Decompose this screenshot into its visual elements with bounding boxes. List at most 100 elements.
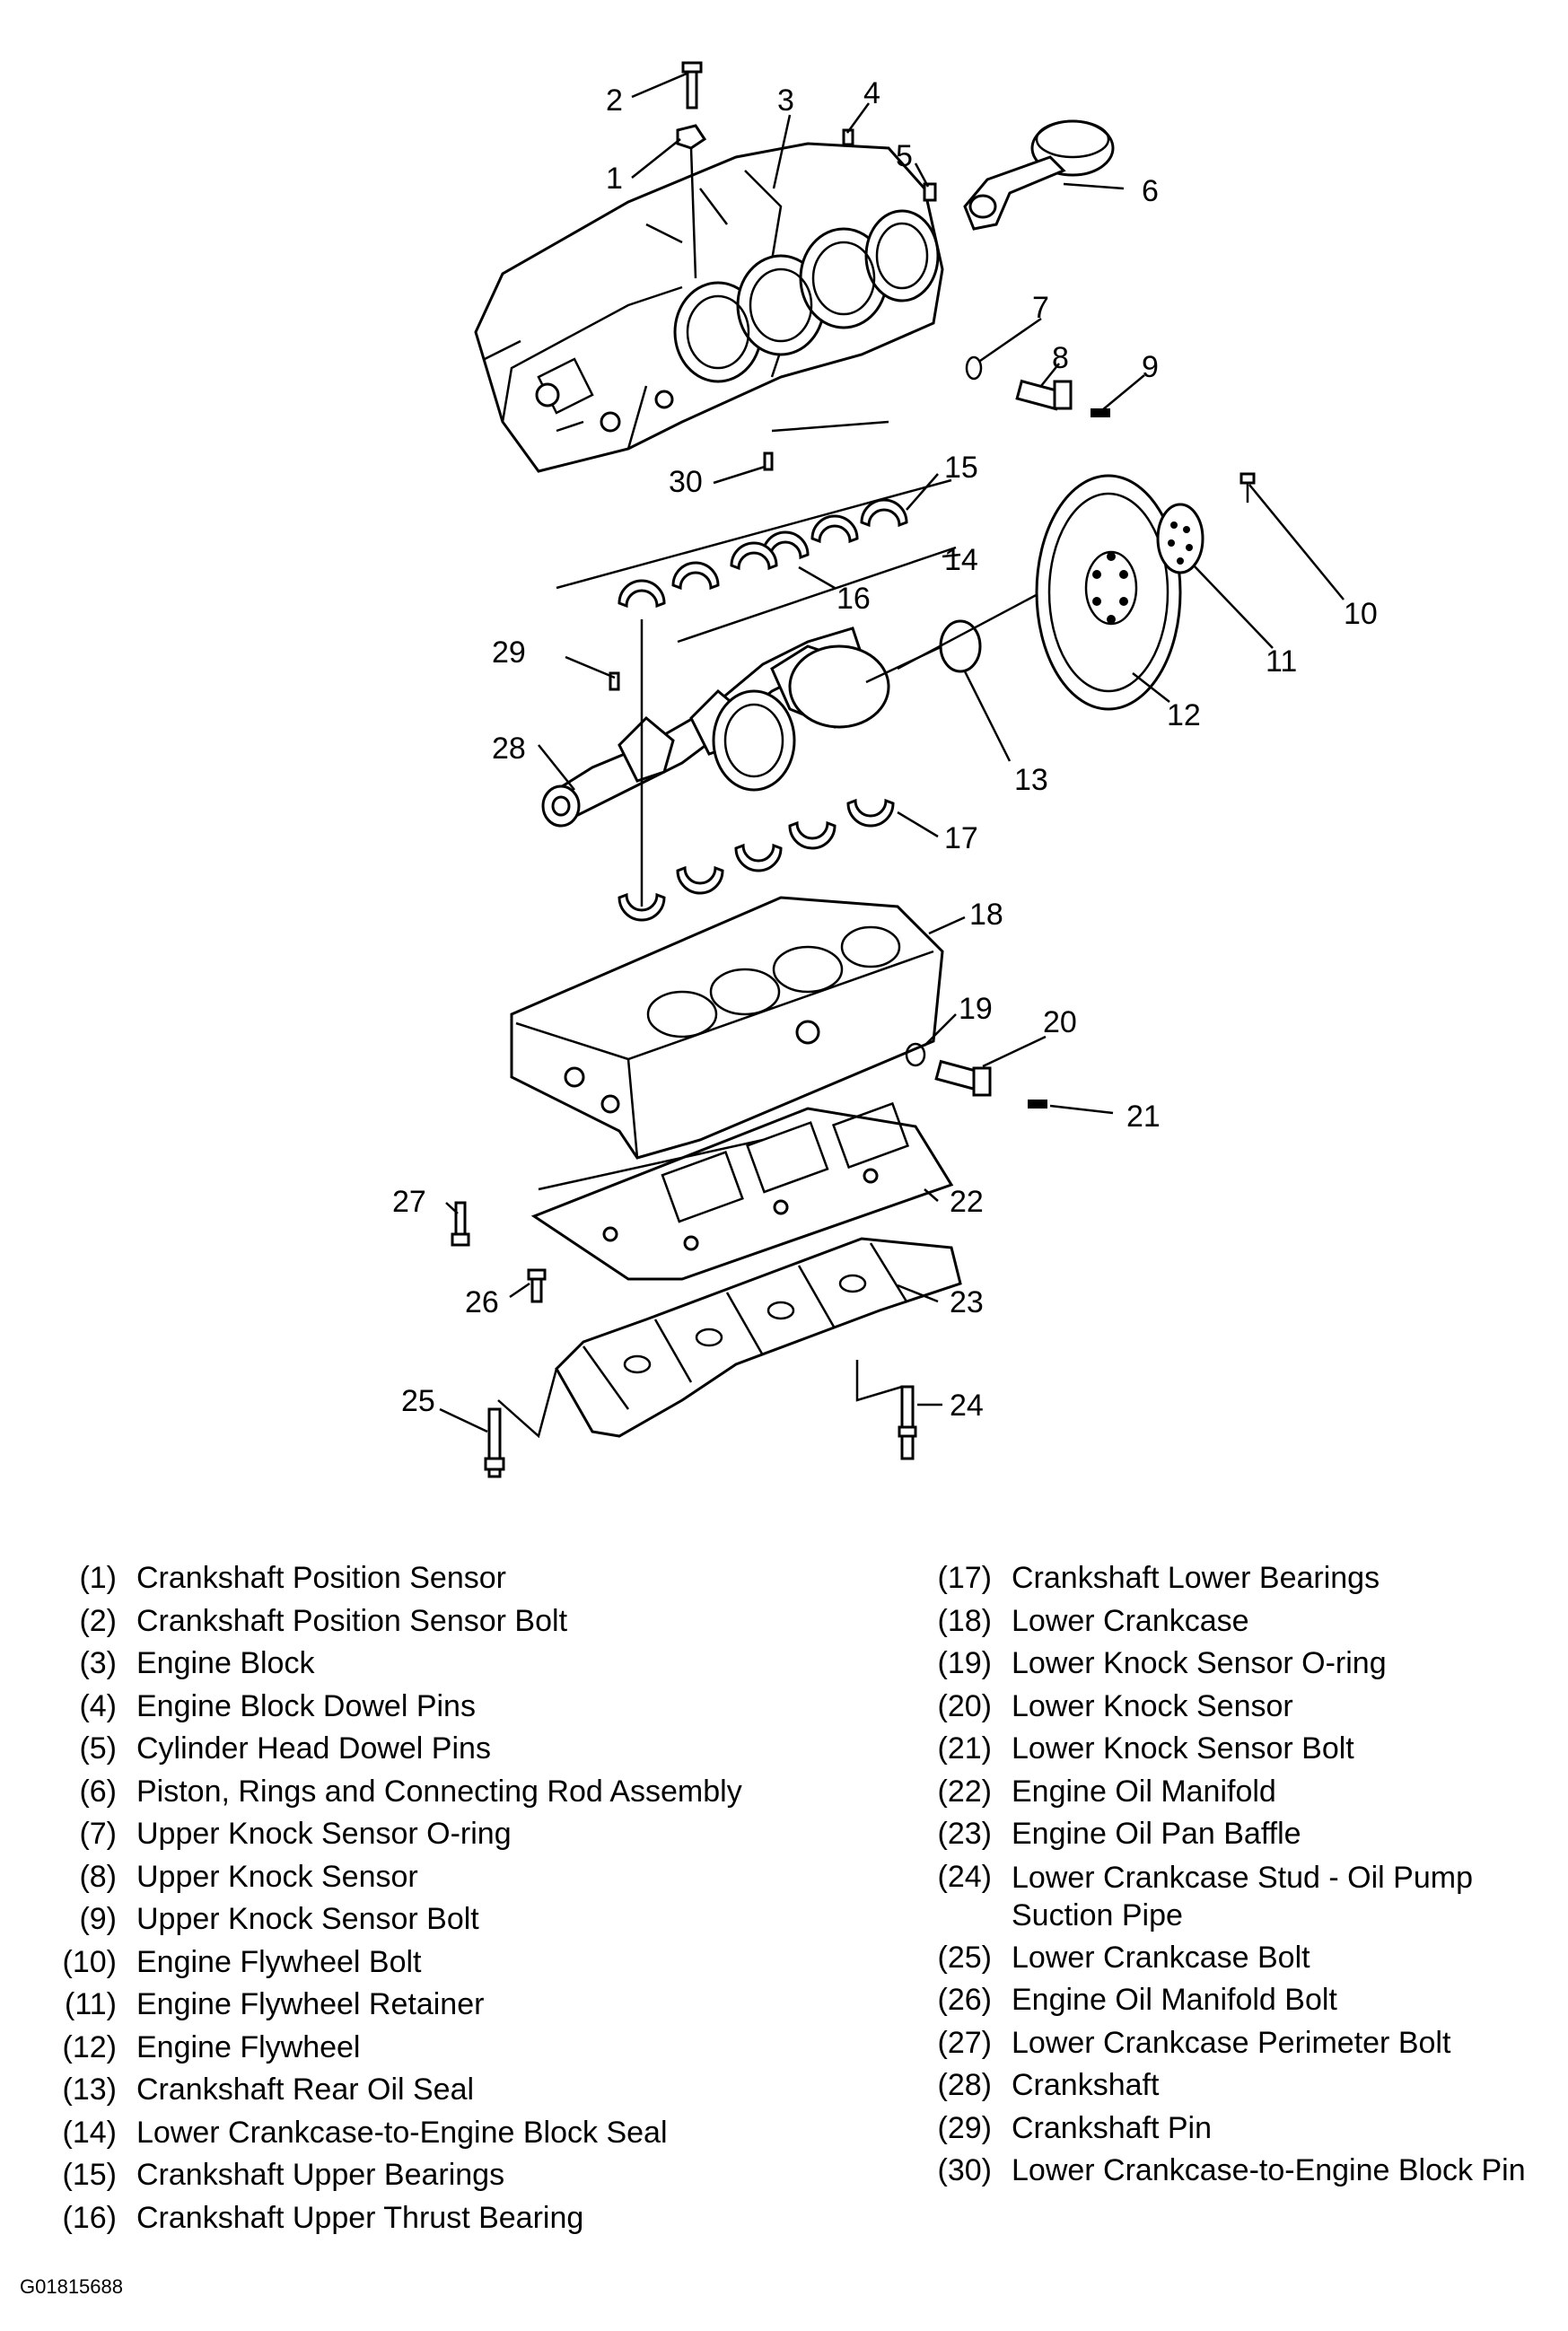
exploded-engine-diagram: 2 1 3 4 5 6 7 8 9 30 15 14 16 10 11 12 2… — [392, 61, 1378, 1478]
legend-item: (3) Engine Block — [36, 1643, 862, 1686]
legend-label: Engine Oil Pan Baffle — [1012, 1817, 1301, 1851]
head-dowel-pin — [923, 182, 937, 202]
legend-item: (17)Crankshaft Lower Bearings — [902, 1557, 1548, 1600]
legend-label: Engine Oil Manifold — [1012, 1774, 1276, 1809]
legend-number: (16) — [62, 2200, 117, 2235]
callout-1: 1 — [606, 162, 623, 196]
legend-number: (27) — [937, 2025, 992, 2060]
legend-number: (5) — [79, 1731, 117, 1766]
legend-item: (22) Engine Oil Manifold — [902, 1771, 1548, 1814]
legend-number: (24) — [937, 1859, 992, 1894]
crankshaft — [541, 627, 943, 828]
callout-20: 20 — [1043, 1005, 1077, 1039]
engine-block — [474, 142, 944, 473]
callout-17: 17 — [944, 821, 978, 855]
callout-26: 26 — [465, 1285, 499, 1319]
legend-item: (14)Lower Crankcase-to-Engine Block Seal — [36, 2112, 862, 2155]
legend-item: (10)Engine Flywheel Bolt — [36, 1941, 862, 1985]
legend-number: (4) — [79, 1688, 117, 1723]
legend-item: (1)Crankshaft Position Sensor — [36, 1557, 862, 1600]
legend-number: (10) — [62, 1944, 117, 1979]
crankcase-pin — [763, 451, 774, 471]
legend-label: Engine Flywheel Retainer — [136, 1987, 485, 2021]
callout-13: 13 — [1014, 763, 1048, 797]
legend-label: Engine Block — [136, 1646, 315, 1680]
callout-24: 24 — [950, 1389, 984, 1423]
legend-label: Upper Knock Sensor Bolt — [136, 1902, 479, 1936]
legend-number: (13) — [62, 2072, 117, 2107]
legend-number: (12) — [62, 2029, 117, 2064]
engine-oil-manifold — [530, 1101, 954, 1281]
legend-number: (2) — [79, 1603, 117, 1638]
legend-item: (30)Lower Crankcase-to-Engine Block Pin — [902, 2150, 1548, 2193]
callout-18: 18 — [969, 898, 1003, 932]
legend-item: (18)Lower Crankcase — [902, 1600, 1548, 1643]
legend-number: (22) — [937, 1774, 992, 1809]
legend-label: Crankshaft Position Sensor — [136, 1561, 506, 1595]
callout-21: 21 — [1126, 1100, 1161, 1134]
legend-item: (7)Upper Knock Sensor O-ring — [36, 1813, 862, 1856]
upper-bearings — [618, 498, 908, 609]
sensor-bolt — [681, 61, 703, 110]
callout-14: 14 — [944, 543, 978, 577]
legend-item: (29)Crankshaft Pin — [902, 2108, 1548, 2151]
legend-item: (12) Engine Flywheel — [36, 2027, 862, 2070]
legend-item: (24) Lower Crankcase Stud - Oil Pump Suct… — [902, 1856, 1548, 1937]
legend-column-right: (17)Crankshaft Lower Bearings (18)Lower … — [902, 1557, 1548, 2193]
legend-number: (19) — [937, 1646, 992, 1680]
legend-number: (21) — [937, 1731, 992, 1766]
legend-label: Crankshaft Upper Bearings — [136, 2158, 505, 2192]
lower-knock-sensor — [934, 1059, 992, 1097]
legend-label: Piston, Rings and Connecting Rod Assembl… — [136, 1774, 742, 1809]
oil-pan-baffle — [555, 1237, 962, 1438]
callout-3: 3 — [777, 83, 794, 118]
legend-label: Lower Crankcase Stud - Oil Pump Suction … — [1012, 1860, 1473, 1932]
legend-number: (23) — [937, 1817, 992, 1851]
legend-label: Upper Knock Sensor — [136, 1859, 418, 1894]
callout-5: 5 — [896, 139, 913, 173]
legend-item: (13) Crankshaft Rear Oil Seal — [36, 2069, 862, 2112]
piston-rod-assembly — [963, 119, 1115, 231]
legend-item: (19)Lower Knock Sensor O-ring — [902, 1643, 1548, 1686]
legend-label: Crankshaft — [1012, 2068, 1160, 2102]
legend-label: Upper Knock Sensor O-ring — [136, 1817, 512, 1851]
oil-manifold-bolt — [527, 1268, 547, 1303]
legend-item: (9) Upper Knock Sensor Bolt — [36, 1898, 862, 1941]
legend-number: (9) — [79, 1902, 117, 1936]
callout-19: 19 — [959, 992, 993, 1026]
legend-label: Crankshaft Upper Thrust Bearing — [136, 2200, 584, 2235]
callout-9: 9 — [1142, 350, 1159, 384]
callout-10: 10 — [1344, 597, 1378, 631]
legend-label: Engine Flywheel — [136, 2029, 361, 2064]
figure-code: G01815688 — [20, 2275, 123, 2298]
callout-25: 25 — [401, 1384, 435, 1418]
legend-label: Lower Crankcase Perimeter Bolt — [1012, 2025, 1451, 2060]
legend-item: (5) Cylinder Head Dowel Pins — [36, 1728, 862, 1771]
legend-label: Crankshaft Position Sensor Bolt — [136, 1603, 568, 1638]
flywheel-retainer — [1156, 503, 1204, 574]
engine-flywheel — [1035, 474, 1182, 711]
crankcase-stud — [898, 1385, 917, 1460]
lower-crankcase — [510, 896, 944, 1160]
legend-label: Crankshaft Rear Oil Seal — [136, 2072, 475, 2107]
legend-number: (3) — [79, 1646, 117, 1680]
legend-item: (6)Piston, Rings and Connecting Rod Asse… — [36, 1771, 862, 1814]
legend-item: (2) Crankshaft Position Sensor Bolt — [36, 1600, 862, 1643]
legend-label: Lower Knock Sensor — [1012, 1688, 1293, 1723]
legend-column-left: (1)Crankshaft Position Sensor (2) Cranksh… — [36, 1557, 862, 2239]
lower-knock-bolt — [1028, 1100, 1047, 1109]
crankcase-bolt — [484, 1407, 505, 1478]
legend-number: (25) — [937, 1940, 992, 1975]
legend-label: Crankshaft Pin — [1012, 2110, 1212, 2145]
perimeter-bolt — [451, 1201, 470, 1247]
parts-legend: (1)Crankshaft Position Sensor (2) Cranksh… — [0, 1557, 1568, 2239]
callout-27: 27 — [392, 1185, 426, 1219]
legend-number: (26) — [937, 1983, 992, 2017]
legend-number: (20) — [937, 1688, 992, 1723]
flywheel-bolt — [1240, 472, 1256, 503]
legend-label: Cylinder Head Dowel Pins — [136, 1731, 491, 1766]
callout-4: 4 — [863, 76, 880, 110]
legend-item: (28)Crankshaft — [902, 2064, 1548, 2108]
crankshaft-pin — [609, 671, 620, 691]
callout-7: 7 — [1032, 291, 1049, 325]
